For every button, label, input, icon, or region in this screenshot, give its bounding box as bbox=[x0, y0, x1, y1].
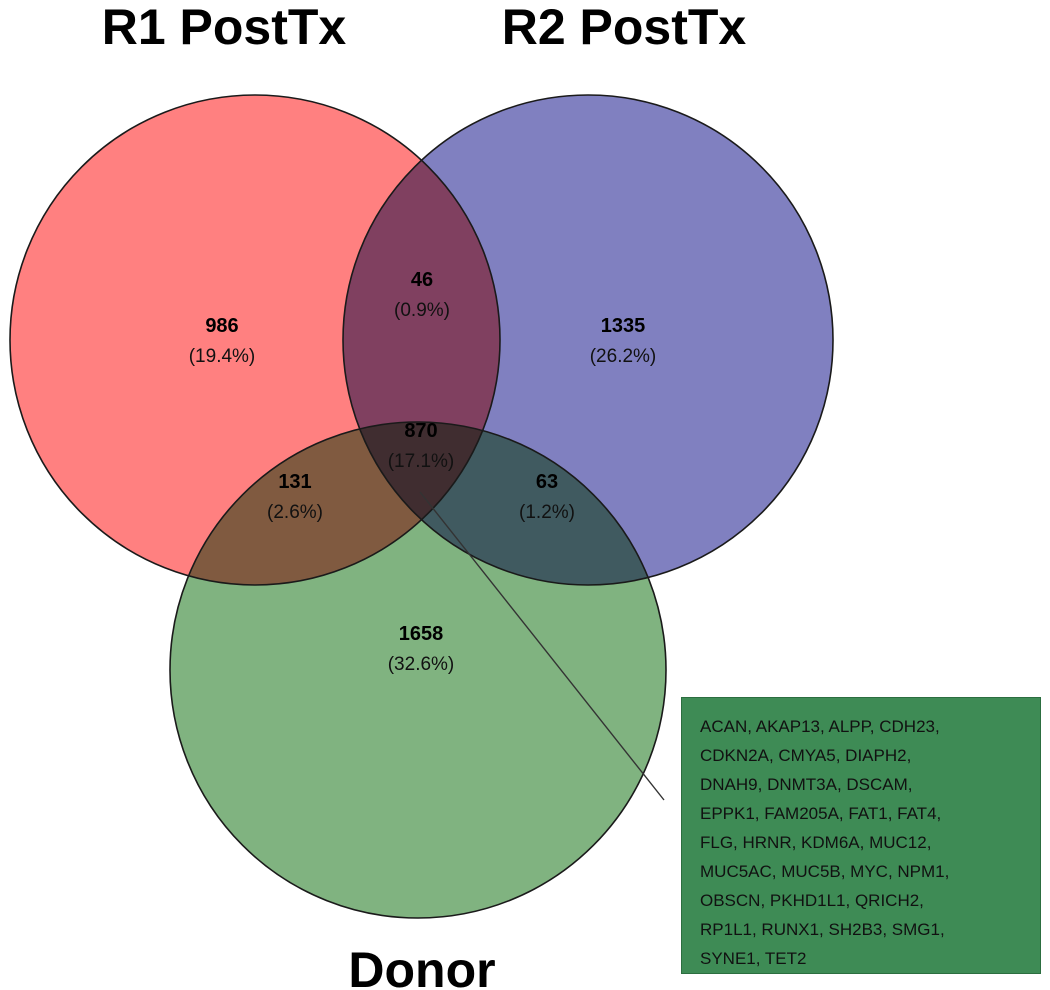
region-count: 1658 bbox=[399, 623, 444, 645]
region-r2-only: 1335 (26.2%) bbox=[590, 315, 657, 367]
region-percent: (1.2%) bbox=[519, 502, 575, 523]
region-percent: (26.2%) bbox=[590, 346, 657, 367]
region-percent: (32.6%) bbox=[388, 654, 455, 675]
region-count: 63 bbox=[536, 471, 558, 493]
region-percent: (2.6%) bbox=[267, 502, 323, 523]
gene-list-line: DNAH9, DNMT3A, DSCAM, bbox=[700, 775, 913, 794]
gene-list-line: OBSCN, PKHD1L1, QRICH2, bbox=[700, 891, 924, 910]
set-title-donor: Donor bbox=[348, 942, 495, 990]
region-count: 46 bbox=[411, 269, 433, 291]
region-count: 131 bbox=[278, 471, 311, 493]
region-percent: (19.4%) bbox=[189, 346, 256, 367]
gene-list-line: SYNE1, TET2 bbox=[700, 949, 807, 968]
set-outline-r2 bbox=[342, 94, 834, 586]
gene-list-line: CDKN2A, CMYA5, DIAPH2, bbox=[700, 746, 912, 765]
set-title-r1: R1 PostTx bbox=[102, 0, 347, 55]
callout-leader-line bbox=[419, 491, 665, 801]
set-circle-donor bbox=[170, 422, 666, 918]
region-all-three: 870 (17.1%) bbox=[388, 420, 455, 472]
gene-list-callout: ACAN, AKAP13, ALPP, CDH23, CDKN2A, CMYA5… bbox=[681, 697, 1041, 974]
gene-list-line: FLG, HRNR, KDM6A, MUC12, bbox=[700, 833, 932, 852]
region-count: 986 bbox=[205, 315, 238, 337]
gene-list-line: ACAN, AKAP13, ALPP, CDH23, bbox=[700, 717, 940, 736]
gene-list-line: MUC5AC, MUC5B, MYC, NPM1, bbox=[700, 862, 950, 881]
region-percent: (17.1%) bbox=[388, 451, 455, 472]
region-percent: (0.9%) bbox=[394, 300, 450, 321]
set-title-r2: R2 PostTx bbox=[502, 0, 747, 55]
region-r1-donor: 131 (2.6%) bbox=[267, 471, 323, 523]
set-outline-donor bbox=[169, 421, 667, 919]
region-r2-donor: 63 (1.2%) bbox=[519, 471, 575, 523]
gene-list-line: EPPK1, FAM205A, FAT1, FAT4, bbox=[700, 804, 942, 823]
set-outline-r1 bbox=[9, 94, 501, 586]
gene-list-line: RP1L1, RUNX1, SH2B3, SMG1, bbox=[700, 920, 945, 939]
region-donor-only: 1658 (32.6%) bbox=[388, 623, 455, 675]
region-r1-only: 986 (19.4%) bbox=[189, 315, 256, 367]
region-r1-r2: 46 (0.9%) bbox=[394, 269, 450, 321]
region-count: 1335 bbox=[601, 315, 646, 337]
region-count: 870 bbox=[404, 420, 437, 442]
